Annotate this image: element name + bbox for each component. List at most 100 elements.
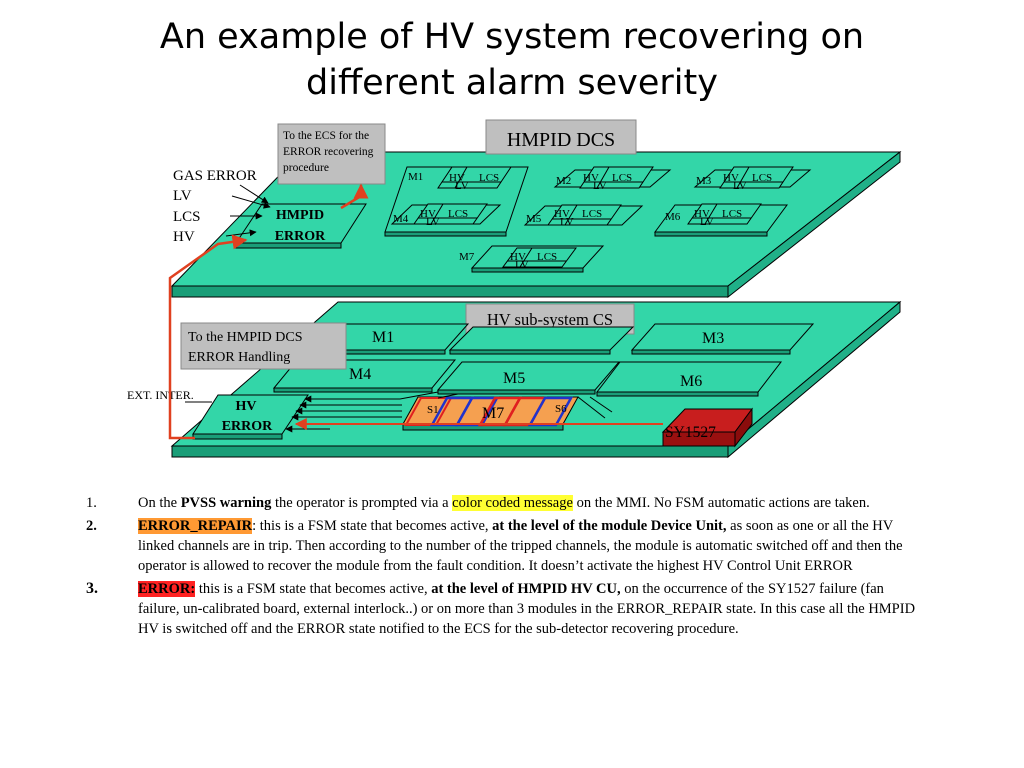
module-to-hv-error-arrows xyxy=(285,391,613,433)
hmpid-error-to-ecs-arrow xyxy=(340,183,369,210)
note-2-text-b: : this is a FSM state that becomes activ… xyxy=(252,518,493,534)
note-3-number: 3. xyxy=(86,580,98,597)
top-module-m7-name: M7 xyxy=(459,251,475,263)
top-module-m2-hv: HV xyxy=(583,172,599,184)
top-module-m7-hv: HV xyxy=(510,251,526,263)
top-module-m3-name: M3 xyxy=(696,175,712,187)
top-module-m2-name: M2 xyxy=(556,175,571,187)
hv-error-line-1: HV xyxy=(236,399,257,414)
ecs-note-line-2: ERROR recovering xyxy=(283,146,374,158)
bottom-module-m3: M3 xyxy=(630,323,815,355)
top-module-m4-hv: HV xyxy=(420,208,436,220)
input-arrows xyxy=(225,184,271,237)
hv-subsystem-label: HV sub-system CS xyxy=(487,310,613,329)
bottom-module-m5: M5 xyxy=(436,361,621,395)
top-module-m4-name: M4 xyxy=(393,213,409,225)
top-module-m1-lv: LV xyxy=(455,180,469,192)
top-module-m2: M2 HV LV LCS xyxy=(553,166,672,192)
top-module-m7-lcs: LCS xyxy=(537,251,557,263)
note-3-text-b: this is a FSM state that becomes active, xyxy=(195,581,432,597)
top-module-m4-lcs: LCS xyxy=(448,208,468,220)
hmpid-error-box: HMPID ERROR xyxy=(235,203,367,249)
top-module-m1-lcs: LCS xyxy=(479,172,499,184)
top-module-m1: M1 HV LV LCS xyxy=(384,166,529,237)
ecs-note-line-1: To the ECS for the xyxy=(283,130,369,142)
note-2-error-repair: ERROR_REPAIR xyxy=(138,518,253,534)
note-2-module-level: at the level of the module Device Unit, xyxy=(492,518,727,534)
top-module-m3: M3 HV LV LCS xyxy=(693,166,812,192)
top-module-m3-lcs: LCS xyxy=(752,172,772,184)
top-module-m3-lv: LV xyxy=(733,180,747,192)
top-module-m4-lv: LV xyxy=(426,216,440,228)
note-3-text-d: on the occurrence of the SY1527 failure … xyxy=(138,581,916,637)
top-module-m1-name: M1 xyxy=(408,171,423,183)
note-1-text-c: the operator is prompted via a xyxy=(271,495,453,511)
note-2-number: 2. xyxy=(86,518,97,534)
ecs-note-box: To the ECS for the ERROR recovering proc… xyxy=(277,123,386,185)
top-module-m2-lv: LV xyxy=(593,180,607,192)
bottom-module-m1-name: M1 xyxy=(372,329,394,346)
note-1-text-e: on the MMI. No FSM automatic actions are… xyxy=(572,495,870,511)
bottom-module-m2 xyxy=(448,326,635,355)
input-labels: GAS ERROR LV LCS HV xyxy=(173,168,257,245)
bottom-module-m7-s1: S1 xyxy=(427,404,439,416)
top-module-m7-lv: LV xyxy=(515,259,529,271)
sy1527-label: SY1527 xyxy=(665,424,716,441)
note-1-pvss-warning: PVSS warning xyxy=(180,495,272,511)
bottom-module-m7-s6: S6 xyxy=(555,403,567,415)
title-line-1: An example of HV system recovering on xyxy=(159,17,865,57)
bottom-module-m4-name: M4 xyxy=(349,366,371,383)
notes-list: 1. On the PVSS warning the operator is p… xyxy=(86,493,926,642)
top-module-m6: M6 HV LV LCS xyxy=(654,203,788,237)
input-label-gas-error: GAS ERROR xyxy=(173,168,257,184)
note-1: 1. On the PVSS warning the operator is p… xyxy=(86,493,926,513)
hv-system-diagram: To the ECS for the ERROR recovering proc… xyxy=(127,119,902,459)
hmpid-dcs-handling-note: To the HMPID DCS ERROR Handling xyxy=(180,322,347,370)
top-module-m6-name: M6 xyxy=(665,211,681,223)
note-3-cu-level: at the level of HMPID HV CU, xyxy=(431,581,621,597)
top-module-m3-hv: HV xyxy=(723,172,739,184)
top-module-m1-hv: HV xyxy=(449,172,465,184)
hmpid-dcs-label: HMPID DCS xyxy=(507,129,615,151)
bottom-module-m5-name: M5 xyxy=(503,370,525,387)
bottom-module-m7: S1 M7 S6 xyxy=(402,396,579,431)
top-module-m6-lcs: LCS xyxy=(722,208,742,220)
sy1527-crate: SY1527 xyxy=(661,407,753,448)
top-module-m5: M5 HV LV LCS xyxy=(523,204,644,228)
top-module-m5-name: M5 xyxy=(526,213,542,225)
hmpid-error-line-1: HMPID xyxy=(276,208,324,223)
hv-error-line-2: ERROR xyxy=(222,419,273,434)
hv-error-to-hmpid-error-line xyxy=(168,234,248,440)
note-3-error: ERROR: xyxy=(138,581,196,597)
top-module-m6-lv: LV xyxy=(700,216,714,228)
note-1-text-a: On the xyxy=(138,495,181,511)
ecs-note-line-3: procedure xyxy=(283,162,329,174)
top-module-m5-lcs: LCS xyxy=(582,208,602,220)
hmpid-dcs-label-box: HMPID DCS xyxy=(485,119,637,155)
hmpid-error-line-2: ERROR xyxy=(275,229,326,244)
bottom-module-m6: M6 xyxy=(595,361,783,397)
top-module-m6-hv: HV xyxy=(694,208,710,220)
note-3: 3. ERROR: this is a FSM state that becom… xyxy=(86,579,926,639)
note-1-number: 1. xyxy=(86,495,97,511)
bottom-module-m7-name: M7 xyxy=(482,405,504,422)
bottom-module-m6-name: M6 xyxy=(680,373,702,390)
title-line-2: different alarm severity xyxy=(306,63,718,103)
top-module-m5-hv: HV xyxy=(554,208,570,220)
top-module-m5-lv: LV xyxy=(560,216,574,228)
handling-note-line-2: ERROR Handling xyxy=(188,350,290,365)
ext-inter-label: EXT. INTER. xyxy=(127,388,194,402)
hv-error-box: HV ERROR xyxy=(192,394,309,440)
handling-note-line-1: To the HMPID DCS xyxy=(188,330,303,345)
note-2-text-d: as soon as one or all the HV linked chan… xyxy=(138,518,903,574)
note-1-color-coded-message: color coded message xyxy=(452,495,573,511)
note-2: 2. ERROR_REPAIR: this is a FSM state tha… xyxy=(86,516,926,576)
top-module-m2-lcs: LCS xyxy=(612,172,632,184)
slide-title: An example of HV system recovering on di… xyxy=(0,14,1024,106)
top-module-m4: M4 HV LV LCS xyxy=(390,203,502,228)
top-module-m7: M7 HV LV LCS xyxy=(459,245,605,273)
bottom-module-m3-name: M3 xyxy=(702,330,724,347)
input-label-lcs: LCS xyxy=(173,209,201,225)
input-label-lv: LV xyxy=(173,188,192,204)
input-label-hv: HV xyxy=(173,229,195,245)
